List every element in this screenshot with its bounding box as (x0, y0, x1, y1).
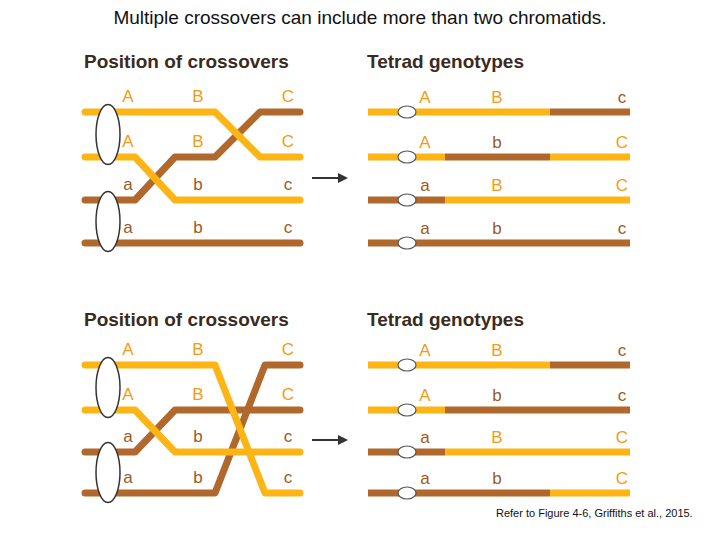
allele-label: a (420, 219, 429, 239)
result-arrow (312, 439, 346, 441)
allele-label: C (282, 340, 294, 360)
allele-label: c (618, 219, 627, 239)
allele-label: a (123, 175, 132, 195)
allele-label: c (618, 341, 627, 361)
allele-label: B (491, 176, 502, 196)
chromatid (85, 410, 300, 452)
allele-label: B (192, 385, 203, 405)
allele-label: b (492, 469, 501, 489)
allele-label: a (420, 428, 429, 448)
chromatid-segment (550, 109, 630, 116)
centromere (398, 446, 416, 458)
allele-label: a (420, 469, 429, 489)
allele-label: A (122, 385, 133, 405)
allele-label: C (616, 428, 628, 448)
allele-label: C (616, 176, 628, 196)
slide-title: Multiple crossovers can include more tha… (113, 7, 606, 29)
allele-label: c (618, 88, 627, 108)
crossover-strands (85, 112, 300, 493)
centromere (398, 359, 416, 371)
centromere (96, 443, 120, 503)
allele-label: A (419, 386, 430, 406)
chromatid-segment (445, 449, 630, 456)
allele-label: c (284, 218, 293, 238)
chromatid-segment (550, 154, 630, 161)
allele-label: C (282, 385, 294, 405)
allele-label: b (193, 427, 202, 447)
result-arrow (312, 177, 346, 179)
allele-label: B (491, 341, 502, 361)
allele-label: C (282, 132, 294, 152)
allele-label: a (420, 176, 429, 196)
allele-label: A (419, 341, 430, 361)
allele-label: c (618, 386, 627, 406)
result-arrows (312, 178, 346, 440)
chromatid (85, 410, 300, 452)
allele-label: c (284, 468, 293, 488)
allele-label: B (192, 340, 203, 360)
chromatid-segment (368, 362, 550, 369)
allele-label: b (193, 468, 202, 488)
allele-label: A (122, 87, 133, 107)
allele-label: c (284, 175, 293, 195)
allele-label: b (492, 386, 501, 406)
centromere (398, 106, 416, 118)
centromere (398, 404, 416, 416)
panel-heading: Tetrad genotypes (367, 51, 524, 73)
allele-label: C (616, 133, 628, 153)
centromeres (96, 105, 120, 503)
chromatid-segment (445, 197, 630, 204)
panel-heading: Tetrad genotypes (367, 309, 524, 331)
tetrad-chromatids (368, 112, 630, 493)
allele-label: b (193, 175, 202, 195)
centromere (398, 487, 416, 499)
allele-label: c (284, 427, 293, 447)
panel-heading: Position of crossovers (84, 51, 289, 73)
tetrad-centromeres (398, 106, 416, 499)
chromatid-segment (550, 490, 630, 497)
allele-label: b (492, 133, 501, 153)
chromatid-segment (368, 109, 550, 116)
centromere (398, 151, 416, 163)
chromatid-segment (550, 362, 630, 369)
allele-label: B (491, 428, 502, 448)
centromere (96, 358, 120, 418)
allele-label: a (123, 218, 132, 238)
allele-label: A (122, 132, 133, 152)
chromatid-segment (368, 490, 550, 497)
allele-label: b (492, 219, 501, 239)
chromatid (85, 157, 300, 200)
allele-label: C (616, 469, 628, 489)
chromatid-segment (445, 407, 630, 414)
centromere (96, 192, 120, 252)
allele-label: a (123, 427, 132, 447)
allele-label: a (123, 468, 132, 488)
panel-heading: Position of crossovers (84, 309, 289, 331)
allele-label: C (282, 87, 294, 107)
figure-reference: Refer to Figure 4-6, Griffiths et al., 2… (496, 507, 693, 520)
chromatid-segment (445, 154, 550, 161)
centromere (398, 194, 416, 206)
allele-label: B (491, 88, 502, 108)
centromere (96, 105, 120, 165)
allele-label: A (419, 133, 430, 153)
allele-label: b (193, 218, 202, 238)
allele-label: B (192, 87, 203, 107)
allele-label: B (192, 132, 203, 152)
allele-label: A (122, 340, 133, 360)
centromere (398, 237, 416, 249)
allele-label: A (419, 88, 430, 108)
